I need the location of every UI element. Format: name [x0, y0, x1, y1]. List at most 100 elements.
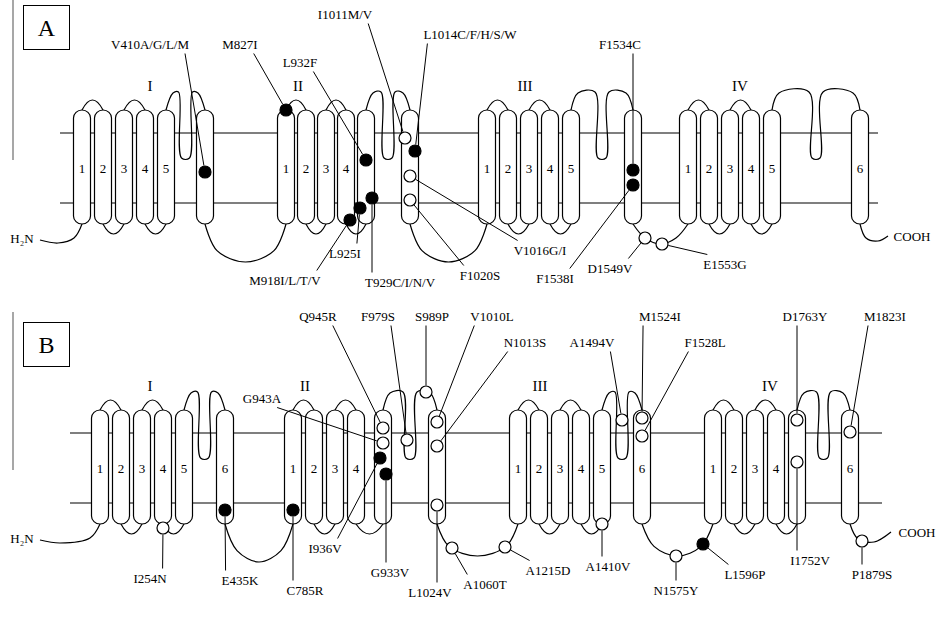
terminus-label: H₂N [10, 532, 33, 545]
leader-line [645, 352, 688, 431]
leader-line [254, 54, 283, 105]
peptide-loop [560, 400, 581, 410]
helix-cylinder [217, 410, 234, 524]
leader-line [602, 531, 603, 557]
mutation-dot-open [377, 437, 389, 449]
segment-group [74, 110, 869, 224]
mutation-label: M1524I [639, 310, 681, 323]
peptide-loop [487, 100, 508, 110]
mutation-dot-open [404, 194, 416, 206]
leader-line [162, 535, 163, 569]
peptide-loop [539, 524, 560, 534]
leader-line [313, 72, 362, 155]
leader-line [391, 326, 406, 434]
panel-letter-box: B [23, 322, 70, 367]
mutation-label: L1014C/F/H/S/W [423, 28, 516, 41]
leader-line [610, 352, 621, 414]
helix-cylinder [521, 110, 538, 224]
peptide-loop [306, 224, 326, 234]
leader-line [851, 326, 868, 426]
peptide-loop [772, 89, 860, 160]
leader-line [437, 512, 438, 583]
mutation-dot-filled [366, 192, 378, 204]
helix-cylinder [747, 410, 764, 524]
peptide-loop [437, 524, 518, 556]
terminus-label: COOH [894, 230, 931, 243]
mutation-dot-open [157, 522, 169, 534]
helix-cylinder [705, 410, 722, 524]
peptide-loop [571, 90, 633, 159]
leader-line [185, 54, 204, 166]
mutation-label: E1553G [703, 258, 746, 271]
helix-cylinder [285, 410, 302, 524]
leader-line [511, 550, 530, 560]
helix-cylinder [197, 110, 214, 224]
helix-cylinder [634, 410, 651, 524]
mutation-label: M918I/L/T/V [249, 274, 321, 287]
segment-number: 5 [599, 462, 606, 475]
mutation-dot-filled [354, 202, 366, 214]
mutation-dot-open [616, 414, 628, 426]
helix-cylinder [134, 410, 151, 524]
mutation-label: M827I [222, 38, 257, 51]
segment-number: 2 [505, 162, 512, 175]
peptide-loop [293, 400, 314, 410]
mutation-label: I1752V [790, 554, 830, 567]
segment-number: 2 [118, 462, 125, 475]
mutation-dot-open [420, 386, 432, 398]
peptide-loop [508, 224, 529, 234]
segment-number: 4 [748, 162, 755, 175]
helix-cylinder [176, 410, 193, 524]
mutation-dot-open [431, 440, 443, 452]
mutation-label: I936V [308, 542, 341, 555]
mutation-label: E435K [222, 574, 259, 587]
segment-number: 2 [706, 162, 713, 175]
segment-number: 4 [773, 462, 780, 475]
mutation-label: T929C/I/N/V [365, 276, 435, 289]
peptide-loop [326, 100, 346, 110]
segment-number: 2 [731, 462, 738, 475]
mutation-dot-open [639, 232, 651, 244]
segment-number: 3 [526, 162, 533, 175]
segment-number: 4 [547, 162, 554, 175]
mutation-dots [157, 104, 868, 562]
loop-group [40, 89, 888, 262]
segment-number: 3 [557, 462, 564, 475]
mutation-dot-open [636, 430, 648, 442]
segment-number: 1 [79, 162, 86, 175]
mutation-label: D1549V [588, 262, 633, 275]
mutation-dot-open [431, 416, 443, 428]
peptide-loop [755, 400, 776, 410]
helix-cylinder [764, 110, 781, 224]
peptide-loop [410, 224, 487, 262]
peptide-loop [550, 224, 571, 234]
mutation-dot-filled [287, 504, 299, 516]
mutation-dot-open [791, 456, 803, 468]
leader-line [386, 481, 387, 563]
mutation-label: L1024V [408, 586, 451, 599]
segment-number: 3 [727, 162, 734, 175]
mutation-dot-filled [344, 214, 356, 226]
helix-cylinder [298, 110, 315, 224]
peptide-loop [103, 224, 124, 234]
mutation-label: M1823I [864, 310, 906, 323]
helix-cylinder [113, 410, 130, 524]
segment-number: 4 [578, 462, 585, 475]
helix-cylinder [852, 110, 869, 224]
mutation-dot-open [446, 542, 458, 554]
mutation-dot-filled [374, 452, 386, 464]
mutation-dot-filled [360, 154, 372, 166]
helix-cylinder [479, 110, 496, 224]
mutation-label: N1013S [504, 336, 547, 349]
helix-cylinder [680, 110, 697, 224]
segment-number: 2 [536, 462, 543, 475]
peptide-loop [709, 224, 730, 234]
segment-number: 3 [121, 162, 128, 175]
segment-number: 1 [515, 462, 522, 475]
segment-number: 6 [857, 162, 864, 175]
leader-line [633, 54, 634, 164]
panel-letter: B [38, 333, 54, 357]
peptide-loop [82, 100, 103, 110]
mutation-label: A1060T [463, 578, 506, 591]
segment-number: 4 [343, 162, 350, 175]
